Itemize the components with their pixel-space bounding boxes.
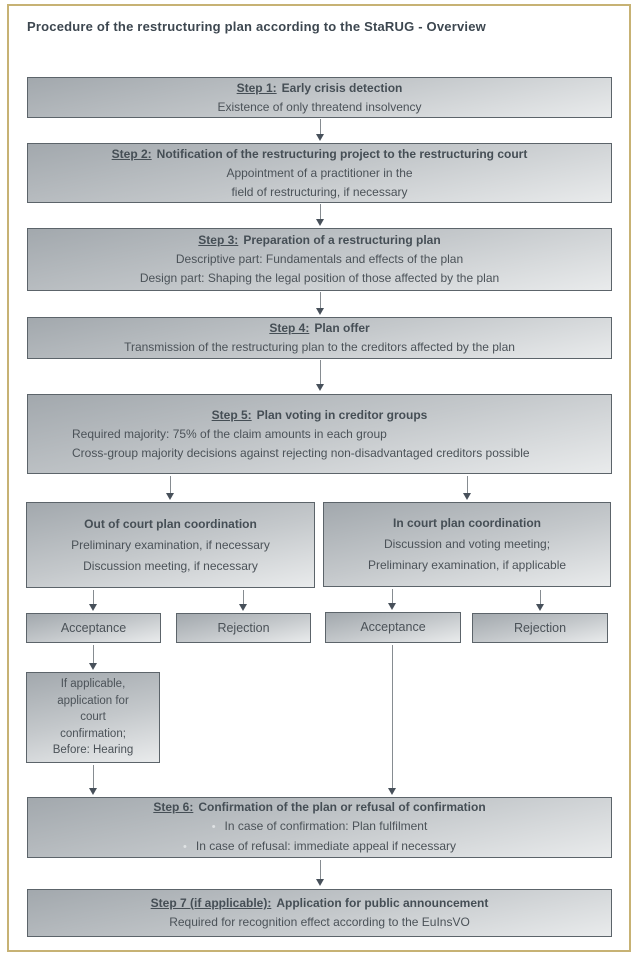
- step2-body-line: Appointment of a practitioner in the: [226, 165, 413, 180]
- step2-title: Notification of the restructuring projec…: [156, 146, 528, 161]
- step3-title: Preparation of a restructuring plan: [243, 233, 441, 247]
- step2-label: Step 2:: [111, 146, 152, 161]
- step4-title: Plan offer: [314, 321, 370, 335]
- arrow-step1-step2: [316, 119, 324, 141]
- in-court-body-line: Discussion and voting meeting;: [383, 537, 551, 551]
- step7-label: Step 7 (if applicable):: [150, 896, 272, 910]
- arrow-step5-in-court: [463, 476, 471, 500]
- arrow-confirmation-step6: [89, 765, 97, 795]
- arrow-step5-out-of-court: [166, 476, 174, 500]
- out-of-court-box: Out of court plan coordination Prelimina…: [26, 502, 315, 588]
- step6-box: Step 6: Confirmation of the plan or refus…: [27, 797, 612, 858]
- page-title: Procedure of the restructuring plan acco…: [27, 19, 486, 34]
- step1-heading: Step 1: Early crisis detection: [237, 79, 403, 98]
- bullet-icon: •: [211, 821, 216, 833]
- in-court-box: In court plan coordination Discussion an…: [323, 502, 611, 587]
- step1-box: Step 1: Early crisis detection Existence …: [27, 77, 612, 118]
- step5-body-line: Cross-group majority decisions against r…: [72, 445, 530, 460]
- step3-label: Step 3:: [198, 233, 239, 247]
- step6-heading: Step 6: Confirmation of the plan or refus…: [153, 798, 485, 817]
- court-confirmation-box: If applicable, application for court con…: [26, 672, 160, 763]
- step3-box: Step 3: Preparation of a restructuring pl…: [27, 228, 612, 291]
- arrow-acceptance-right-step6: [388, 645, 396, 795]
- step1-body-line: Existence of only threatend insolvency: [217, 99, 422, 114]
- step7-title: Application for public announcement: [276, 896, 489, 910]
- in-court-body-line: Preliminary examination, if applicable: [367, 558, 567, 572]
- arrow-acceptance-confirmation: [89, 645, 97, 670]
- step4-box: Step 4: Plan offer Transmission of the re…: [27, 317, 612, 359]
- arrow-step2-step3: [316, 204, 324, 226]
- arrow-in-acceptance: [388, 589, 396, 610]
- step4-label: Step 4:: [269, 321, 310, 335]
- acceptance-left-box: Acceptance: [26, 613, 161, 643]
- arrow-out-acceptance: [89, 590, 97, 611]
- step3-heading: Step 3: Preparation of a restructuring pl…: [198, 231, 440, 250]
- step6-bullet-text: In case of refusal: immediate appeal if …: [195, 839, 456, 853]
- arrow-out-rejection: [239, 590, 247, 611]
- court-confirmation-line: court: [80, 711, 106, 724]
- step2-heading: Step 2: Notification of the restructuring…: [112, 145, 528, 164]
- step6-label: Step 6:: [153, 800, 194, 814]
- step1-title: Early crisis detection: [281, 80, 403, 95]
- step5-title: Plan voting in creditor groups: [256, 407, 428, 422]
- arrow-step4-step5: [316, 360, 324, 391]
- step7-body-line: Required for recognition effect accordin…: [169, 915, 470, 929]
- step4-heading: Step 4: Plan offer: [269, 319, 369, 338]
- rejection-left-box: Rejection: [176, 613, 311, 643]
- arrow-in-rejection: [536, 590, 544, 611]
- bullet-icon: •: [183, 841, 187, 853]
- step5-heading: Step 5: Plan voting in creditor groups: [212, 406, 428, 425]
- arrow-step6-step7: [316, 860, 324, 886]
- court-confirmation-line: Before: Hearing: [52, 744, 134, 757]
- step5-label: Step 5:: [211, 407, 252, 422]
- step5-body-line: Required majority: 75% of the claim amou…: [72, 426, 387, 441]
- arrow-step3-step4: [316, 292, 324, 315]
- acceptance-right-box: Acceptance: [325, 612, 461, 643]
- step6-title: Confirmation of the plan or refusal of c…: [198, 800, 486, 814]
- step3-body-line: Descriptive part: Fundamentals and effec…: [175, 252, 464, 266]
- out-of-court-heading: Out of court plan coordination: [84, 516, 257, 531]
- court-confirmation-line: confirmation;: [60, 727, 126, 740]
- step4-body-line: Transmission of the restructuring plan t…: [124, 340, 515, 354]
- step6-bullet-text: In case of confirmation: Plan fulfilment: [224, 819, 428, 833]
- step7-box: Step 7 (if applicable): Application for p…: [27, 889, 612, 937]
- out-of-court-body-line: Preliminary examination, if necessary: [71, 537, 270, 552]
- step2-body-line: field of restructuring, if necessary: [231, 184, 408, 199]
- court-confirmation-line: application for: [57, 694, 129, 707]
- rejection-right-box: Rejection: [472, 613, 608, 643]
- step7-heading: Step 7 (if applicable): Application for p…: [151, 894, 489, 913]
- step3-body-line: Design part: Shaping the legal position …: [139, 271, 500, 285]
- step1-label: Step 1:: [236, 80, 277, 95]
- out-of-court-body-line: Discussion meeting, if necessary: [83, 558, 258, 573]
- in-court-heading: In court plan coordination: [393, 516, 541, 530]
- step5-box: Step 5: Plan voting in creditor groups Re…: [27, 394, 612, 474]
- court-confirmation-line: If applicable,: [60, 678, 126, 691]
- step6-bullet-line: • In case of refusal: immediate appeal if…: [183, 837, 456, 857]
- step2-box: Step 2: Notification of the restructuring…: [27, 143, 612, 203]
- step6-bullet-line: • In case of confirmation: Plan fulfilmen…: [212, 817, 428, 837]
